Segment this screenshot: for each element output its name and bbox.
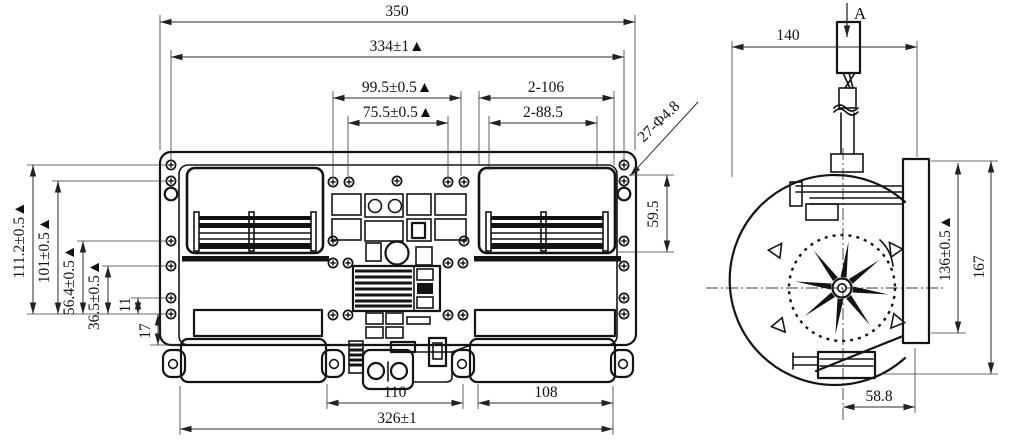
slot-right	[473, 308, 617, 338]
recessed-panel	[178, 164, 618, 346]
blower-opening-left	[180, 166, 331, 263]
dim-height-2: 101±0.5▲	[36, 217, 53, 283]
cutout-triangle	[888, 241, 905, 259]
dim-height-6: 17	[137, 323, 154, 339]
dim-center-outer: 99.5±0.5▲	[362, 79, 432, 96]
dim-flange-height: 136±0.5▲	[937, 215, 954, 281]
fan-wheel	[766, 233, 907, 343]
callout-holes: 27-Φ4.8	[634, 98, 683, 146]
blower-opening-right	[472, 166, 623, 263]
cutout-triangle	[766, 242, 783, 260]
dim-height-4: 36.5±0.5▲	[86, 260, 103, 330]
cutout-triangle	[889, 312, 907, 330]
cutout-triangle	[769, 316, 787, 334]
fan-blades	[795, 241, 889, 335]
dim-openings: 2-106	[528, 79, 564, 96]
center-detail	[331, 193, 467, 339]
side-view	[706, 20, 944, 420]
dim-bottom-left-span: 110	[384, 384, 407, 401]
bottom-clamp	[792, 350, 877, 380]
section-label: A	[854, 4, 867, 23]
dimension-lines: 350 334±1▲ 99.5±0.5▲ 75.5±0.5▲ 2-106 2-8…	[11, 3, 998, 435]
scroll-housing	[728, 173, 907, 387]
flange-plate	[901, 157, 931, 345]
dim-height-3: 56.4±0.5▲	[61, 245, 78, 315]
dim-overall-width: 350	[385, 3, 409, 20]
wire-assembly	[830, 20, 864, 173]
dim-bottom-total: 326±1	[377, 410, 417, 427]
dim-overall-height: 167	[971, 255, 988, 279]
slot-left	[192, 308, 324, 338]
connector-cluster	[348, 336, 472, 391]
wire-entry	[830, 153, 864, 173]
dim-grilles: 2-88.5	[523, 104, 563, 121]
dim-grille-height: 59.5	[645, 200, 662, 227]
screws	[163, 159, 632, 321]
dim-center-inner: 75.5±0.5▲	[363, 104, 433, 121]
dim-bottom-right-span: 108	[534, 384, 558, 401]
dim-mounting-width: 334±1▲	[370, 38, 425, 55]
motor-straps	[789, 181, 904, 221]
front-view	[158, 150, 638, 391]
dim-height-1: 111.2±0.5▲	[11, 202, 28, 279]
dim-center-offset: 58.8	[865, 388, 892, 405]
outlet-edge	[814, 334, 905, 373]
dim-depth: 140	[776, 27, 800, 44]
dim-height-5: 11	[117, 298, 134, 313]
